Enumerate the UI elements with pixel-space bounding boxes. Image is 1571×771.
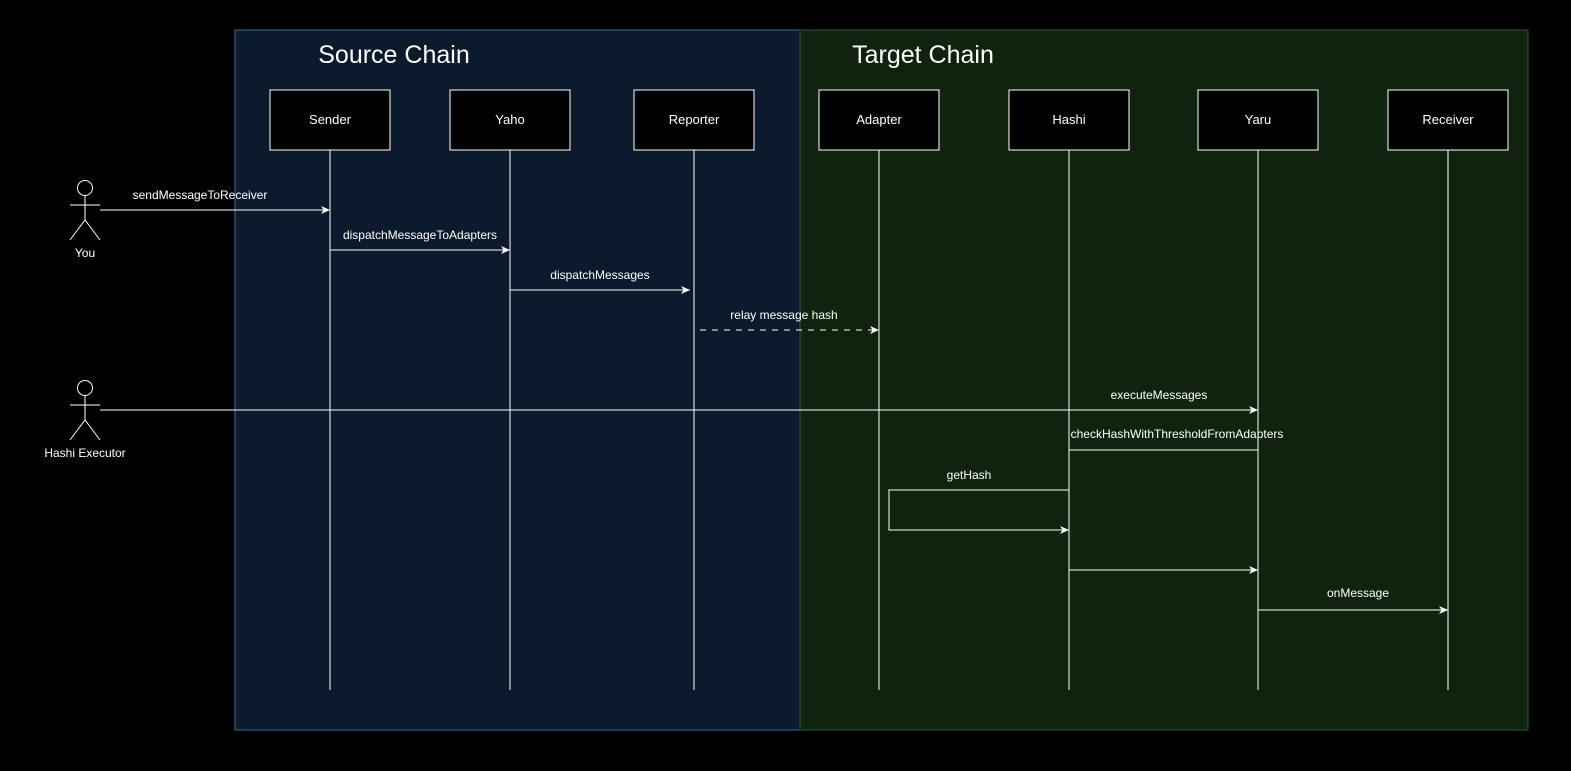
participant-yaru: Yaru [1197,89,1319,151]
message-m8: onMessage [1258,586,1448,614]
actor-label: Hashi Executor [44,446,125,460]
participant-adapter: Adapter [818,89,940,151]
participant-hashi: Hashi [1008,89,1130,151]
participant-label: Reporter [669,112,720,127]
message-label: dispatchMessages [550,268,649,282]
message-label: onMessage [1327,586,1389,600]
participant-box [269,89,391,151]
message-label: dispatchMessageToAdapters [343,228,497,242]
target-chain-title: Target Chain [852,41,994,69]
message-label: checkHashWithThresholdFromAdapters [1071,427,1284,441]
message-label: sendMessageToReceiver [133,188,268,202]
participant-reporter: Reporter [633,89,755,151]
actor-head [77,380,93,396]
actor-legs [69,419,101,441]
message-m7: getHash [888,468,1069,534]
participant-box [633,89,755,151]
message-label: getHash [947,468,992,482]
actor-legs [69,219,101,241]
message-m5: executeMessages [100,388,1258,414]
actor-you: You [69,180,101,260]
participant-sender: Sender [269,89,391,151]
participant-box [818,89,940,151]
actor-head [77,180,93,196]
message-label: relay message hash [730,308,837,322]
message-m2: dispatchMessageToAdapters [330,228,510,254]
participant-label: Sender [309,112,352,127]
participant-receiver: Receiver [1387,89,1509,151]
message-m3: dispatchMessages [510,268,690,294]
participant-yaho: Yaho [449,89,571,151]
message-label: executeMessages [1111,388,1208,402]
participant-label: Hashi [1052,112,1085,127]
message-arrow [1068,449,1258,574]
participant-label: Yaho [495,112,524,127]
message-m4: relay message hash [700,308,879,334]
participant-box [1008,89,1130,151]
message-m1: sendMessageToReceiver [100,188,330,214]
message-m6: checkHashWithThresholdFromAdapters [1068,427,1284,574]
participant-box [1387,89,1509,151]
actor-label: You [75,246,95,260]
message-arrow [888,489,1069,534]
actor-executor: Hashi Executor [44,380,126,460]
participant-box [1197,89,1319,151]
participant-label: Adapter [856,112,902,127]
participant-box [449,89,571,151]
source-chain-title: Source Chain [318,41,469,69]
participant-label: Receiver [1422,112,1474,127]
participant-label: Yaru [1245,112,1272,127]
